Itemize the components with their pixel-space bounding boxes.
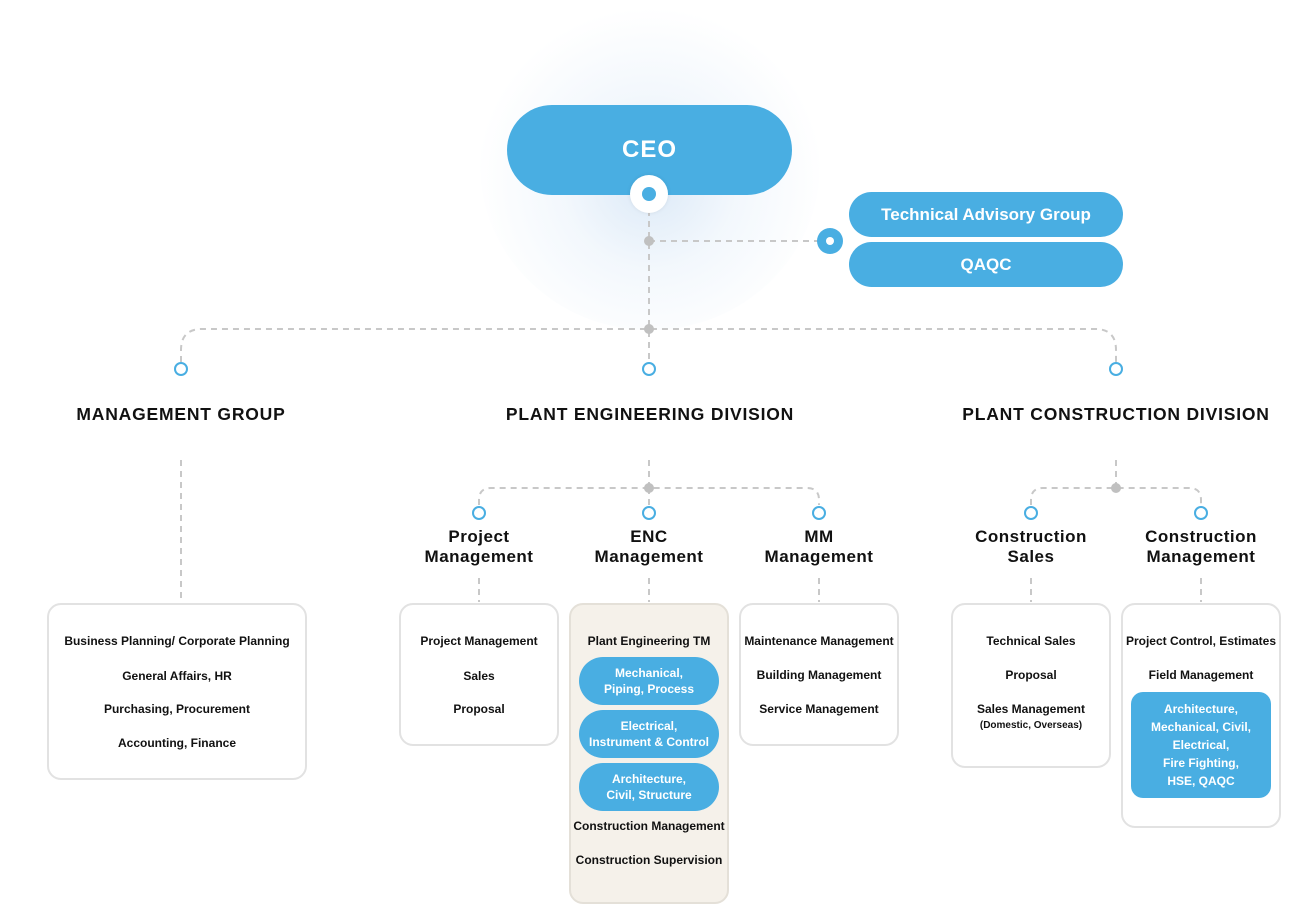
technical-advisory-group: Technical Advisory Group: [849, 192, 1123, 237]
project-management-title: Project Management: [399, 527, 559, 567]
qaqc-group: QAQC: [849, 242, 1123, 287]
construction-sales-box: Technical Sales Proposal Sales Managemen…: [951, 603, 1111, 768]
project-management-box: Project Management Sales Proposal: [399, 603, 559, 746]
list-item: Proposal: [1005, 668, 1057, 682]
plant-engineering-division-title: PLANT ENGINEERING DIVISION: [505, 404, 795, 424]
technical-advisory-group-label: Technical Advisory Group: [881, 204, 1091, 224]
list-item: Field Management: [1148, 668, 1254, 682]
enc-pill-mechanical: Mechanical, Piping, Process: [579, 657, 719, 705]
list-item-note: (Domestic, Overseas): [979, 720, 1083, 731]
list-item: Sales: [463, 669, 495, 683]
management-group-title: MANAGEMENT GROUP: [76, 404, 286, 424]
plant-construction-division-title: PLANT CONSTRUCTION DIVISION: [962, 404, 1270, 424]
management-dot: [174, 362, 188, 376]
construction-management-pill: Architecture, Mechanical, Civil, Electri…: [1131, 692, 1271, 798]
management-group-box: Business Planning/ Corporate Planning Ge…: [47, 603, 307, 780]
construction-sales-dot: [1024, 506, 1038, 520]
construction-management-title-line2: Management: [1146, 547, 1256, 566]
pill-line: Mechanical,: [614, 666, 684, 680]
list-item: Building Management: [756, 668, 882, 682]
project-title-line1: Project: [448, 527, 510, 546]
engineering-dot: [642, 362, 656, 376]
enc-pill-electrical: Electrical, Instrument & Control: [579, 710, 719, 758]
list-item: Technical Sales: [986, 634, 1076, 648]
construction-sales-title: Construction Sales: [951, 527, 1111, 567]
mm-dot: [812, 506, 826, 520]
mm-management-title: MM Management: [739, 527, 899, 567]
construction-management-box: Project Control, Estimates Field Managem…: [1121, 603, 1281, 828]
list-item: General Affairs, HR: [122, 669, 232, 683]
pill-line: Electrical,: [620, 719, 678, 733]
construction-dot: [1109, 362, 1123, 376]
pill-line: Electrical,: [1172, 738, 1230, 752]
construction-sales-title-line1: Construction: [975, 527, 1087, 546]
list-item: Sales Management: [976, 702, 1086, 716]
enc-management-box: Plant Engineering TM Mechanical, Piping,…: [569, 603, 729, 904]
list-item: Accounting, Finance: [117, 736, 236, 750]
pill-line: Architecture,: [611, 772, 686, 786]
enc-management-title: ENC Management: [569, 527, 729, 567]
list-item: Proposal: [453, 702, 505, 716]
pill-line: Instrument & Control: [589, 735, 709, 749]
list-item: Construction Management: [573, 819, 725, 833]
project-title-line2: Management: [424, 547, 534, 566]
construction-sales-title-line2: Sales: [1007, 547, 1055, 566]
list-item: Service Management: [759, 702, 879, 716]
list-item: Project Management: [420, 634, 538, 648]
ceo-label: CEO: [621, 136, 677, 163]
qaqc-label: QAQC: [960, 254, 1012, 274]
construction-management-title: Construction Management: [1121, 527, 1281, 567]
enc-pill-architecture: Architecture, Civil, Structure: [579, 763, 719, 811]
pill-line: Mechanical, Civil,: [1150, 720, 1252, 734]
list-item: Purchasing, Procurement: [103, 702, 251, 716]
project-dot: [472, 506, 486, 520]
mm-title-line2: Management: [764, 547, 874, 566]
pill-line: Piping, Process: [603, 682, 695, 696]
construction-management-title-line1: Construction: [1145, 527, 1257, 546]
mm-management-box: Maintenance Management Building Manageme…: [739, 603, 899, 746]
pill-line: HSE, QAQC: [1167, 774, 1235, 788]
enc-title-line2: Management: [594, 547, 704, 566]
list-item: Maintenance Management: [744, 634, 894, 648]
construction-management-dot: [1194, 506, 1208, 520]
ceo-connector-dot: [642, 187, 656, 201]
list-item: Project Control, Estimates: [1125, 634, 1277, 648]
list-item: Business Planning/ Corporate Planning: [64, 634, 290, 648]
list-item: Construction Supervision: [575, 853, 723, 867]
pill-line: Architecture,: [1163, 702, 1238, 716]
list-item: Plant Engineering TM: [587, 634, 711, 648]
staff-connector-dot-center: [826, 237, 834, 245]
pill-line: Fire Fighting,: [1162, 756, 1239, 770]
ceo-node: CEO: [507, 105, 792, 195]
enc-dot: [642, 506, 656, 520]
enc-title-line1: ENC: [630, 527, 668, 546]
mm-title-line1: MM: [804, 527, 834, 546]
pill-line: Civil, Structure: [606, 788, 692, 802]
